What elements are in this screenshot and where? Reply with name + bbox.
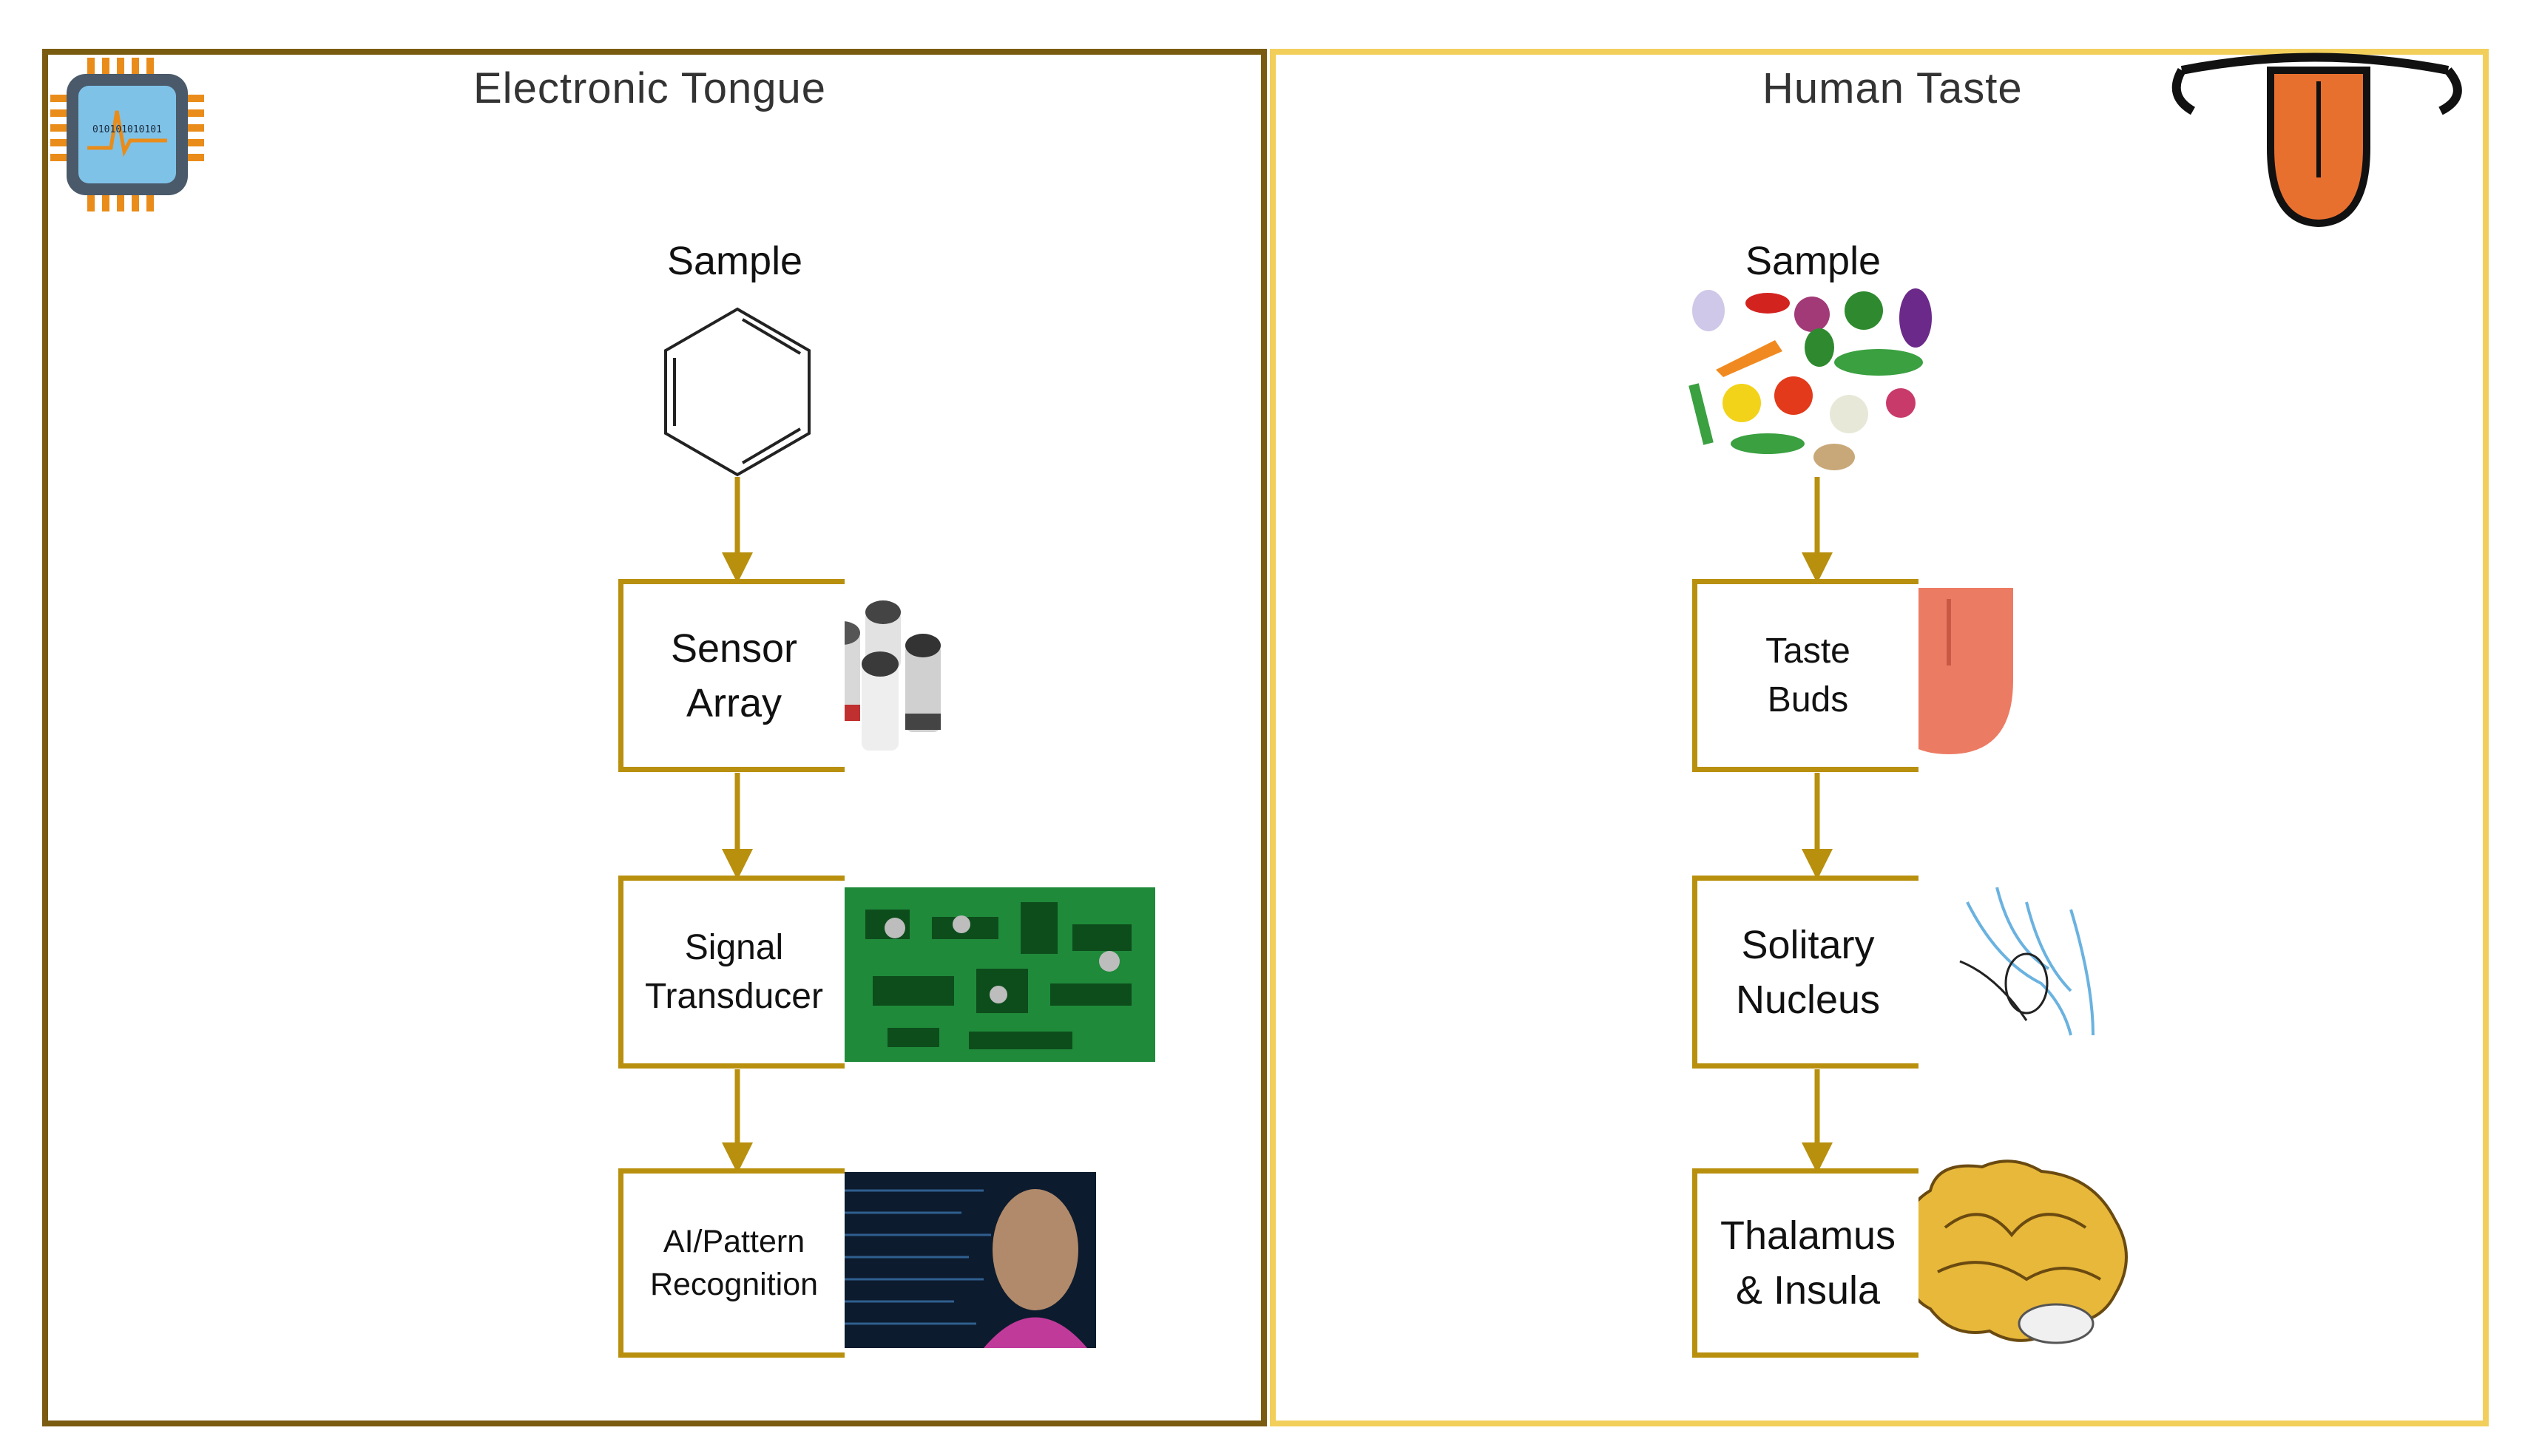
solitary-nucleus-box: Solitary Nucleus bbox=[1692, 876, 1918, 1069]
human-taste-title: Human Taste bbox=[1762, 64, 2023, 112]
left-sample-label: Sample bbox=[667, 239, 803, 283]
human-taste-panel bbox=[1270, 49, 2489, 1426]
benzene-ring-icon bbox=[664, 307, 811, 477]
nerve-diagram-icon bbox=[1959, 887, 2095, 1036]
thalamus-insula-box: Thalamus & Insula bbox=[1692, 1168, 1918, 1358]
brain-icon bbox=[1905, 1159, 2128, 1344]
signal-transducer-box: Signal Transducer bbox=[618, 876, 845, 1069]
taste-buds-box: Taste Buds bbox=[1692, 579, 1918, 772]
ai-face-image bbox=[830, 1172, 1096, 1348]
tongue-outline-icon bbox=[2171, 53, 2462, 115]
right-sample-label: Sample bbox=[1745, 239, 1882, 283]
electronic-tongue-title: Electronic Tongue bbox=[473, 64, 827, 112]
ai-pattern-recognition-box: AI/Pattern Recognition bbox=[618, 1168, 845, 1358]
vegetables-icon bbox=[1688, 288, 1932, 470]
chip-icon-text: 010101010101 bbox=[92, 124, 162, 135]
sensor-array-box: Sensor Array bbox=[618, 579, 845, 772]
chip-icon bbox=[50, 58, 204, 211]
electronic-tongue-panel bbox=[42, 49, 1267, 1426]
sensor-cylinders-icon bbox=[825, 600, 941, 751]
circuit-board-image bbox=[843, 887, 1155, 1062]
